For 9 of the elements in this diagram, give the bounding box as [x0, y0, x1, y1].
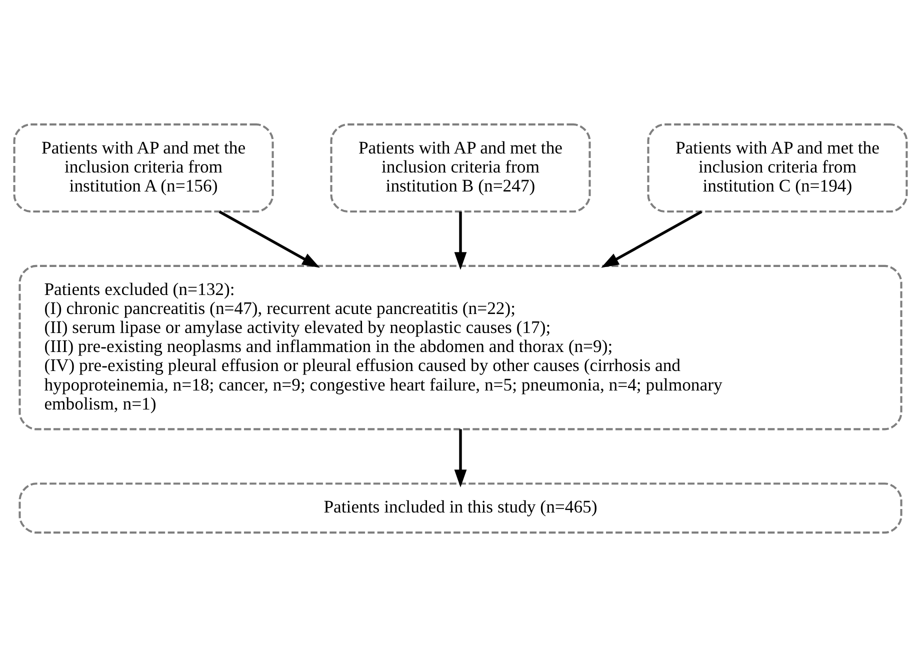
- arrow: [454, 429, 467, 488]
- node-box: Patients with AP and met the inclusion criteria from institution A (n=156): [13, 123, 274, 213]
- node-box: Patients included in this study (n=465): [18, 482, 902, 534]
- node-box: Patients excluded (n=132): (I) chronic pancreatitis (n=47), recurrent acute pancreatitis (n=22); (II) serum lipase or amylase activity elevated by neoplastic causes (17); (III) pre-existing neoplasms and inflammation in the abdomen and thorax (n=9); (IV) pre-existing pleural effusion or pleural effusion caused by other causes (cirrhosis and hypoproteinemia, n=18; cancer, n=9; congestive heart failure, n=5; pneumonia, n=4; pulmonary embolism, n=1): [18, 264, 902, 430]
- node-box: Patients with AP and met the inclusion criteria from institution C (n=194): [647, 123, 908, 213]
- arrow: [454, 212, 467, 270]
- arrow: [218, 210, 320, 268]
- arrow: [601, 210, 702, 268]
- node-box: Patients with AP and met the inclusion criteria from institution B (n=247): [330, 123, 591, 213]
